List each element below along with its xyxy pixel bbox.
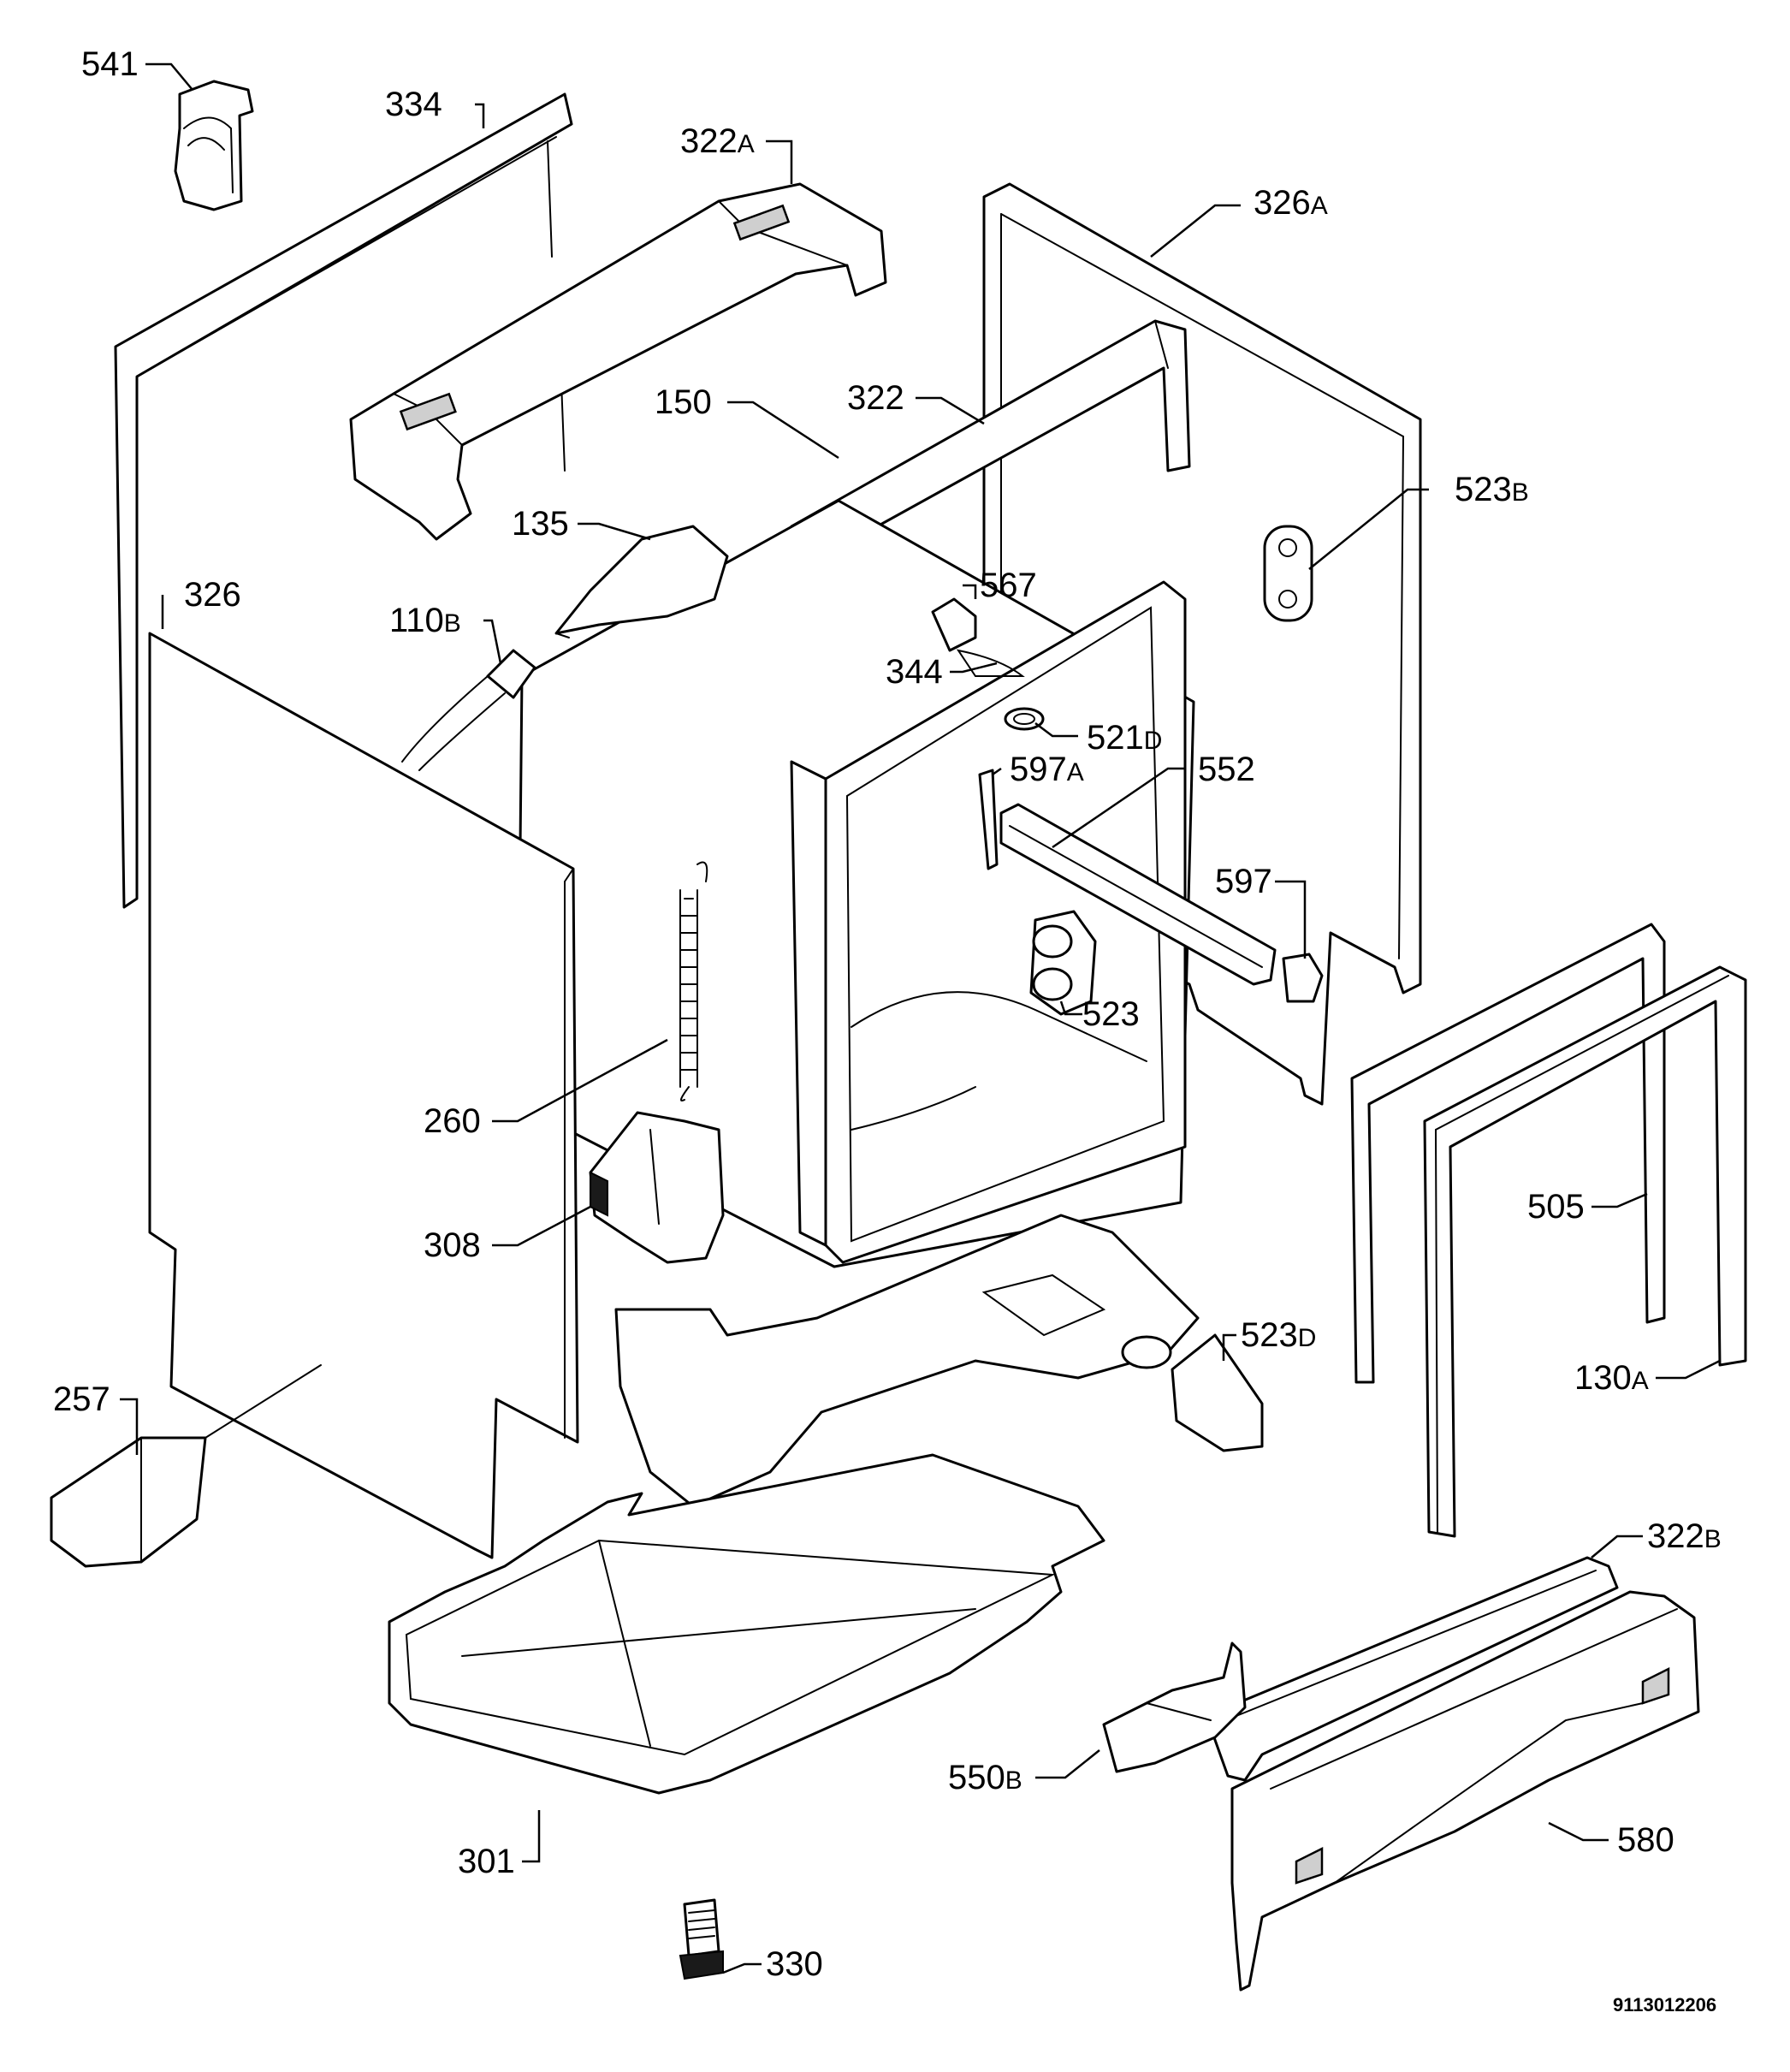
part-label-326: 326: [184, 576, 241, 614]
part-567-344-latch: [931, 597, 1025, 677]
part-label-550b: 550B: [948, 1759, 1022, 1796]
part-label-260: 260: [424, 1102, 481, 1140]
part-label-130a: 130A: [1574, 1359, 1649, 1397]
part-label-suffix: A: [1632, 1367, 1649, 1395]
part-label-number: 130: [1574, 1359, 1632, 1397]
part-label-number: 326: [1254, 184, 1311, 222]
part-505-gasket: [1350, 923, 1666, 1384]
part-label-number: 326: [184, 576, 241, 614]
part-label-322b: 322B: [1647, 1517, 1722, 1555]
part-label-number: 523: [1082, 995, 1140, 1033]
part-label-505: 505: [1527, 1188, 1585, 1226]
part-label-suffix: D: [1298, 1324, 1317, 1352]
part-301-tray: [388, 1453, 1105, 1795]
part-label-number: 150: [655, 383, 712, 421]
part-label-suffix: B: [1005, 1766, 1022, 1795]
part-110b-hose: [401, 649, 536, 771]
part-552-bar: [999, 803, 1277, 986]
part-label-334: 334: [385, 86, 442, 123]
part-label-326a: 326A: [1254, 184, 1328, 222]
part-label-number: 550: [948, 1759, 1005, 1796]
part-label-597a: 597A: [1010, 751, 1084, 788]
part-label-number: 301: [458, 1843, 515, 1880]
part-label-308: 308: [424, 1226, 481, 1264]
part-597a-pin: [978, 769, 999, 870]
part-label-597: 597: [1215, 863, 1272, 900]
part-130a-gasket: [1423, 965, 1747, 1538]
part-base-assembly: [614, 1214, 1264, 1508]
part-label-number: 523: [1241, 1316, 1298, 1354]
part-label-552: 552: [1198, 751, 1255, 788]
part-label-567: 567: [980, 567, 1037, 604]
part-334-rail: [114, 92, 573, 909]
part-label-number: 322: [680, 122, 738, 160]
part-label-suffix: A: [738, 130, 755, 158]
part-label-number: 597: [1010, 751, 1067, 788]
part-580-panel: [1230, 1590, 1700, 1992]
part-260-spring: [679, 861, 708, 1101]
part-label-number: 505: [1527, 1188, 1585, 1226]
part-label-number: 552: [1198, 751, 1255, 788]
part-label-521d: 521D: [1087, 719, 1162, 757]
part-label-number: 260: [424, 1102, 481, 1140]
part-label-suffix: B: [1704, 1525, 1722, 1553]
part-label-number: 334: [385, 86, 442, 123]
part-257-cover: [50, 1364, 322, 1568]
part-label-number: 523: [1455, 471, 1512, 508]
part-label-suffix: A: [1311, 192, 1328, 220]
part-521d-ring: [1004, 707, 1045, 731]
part-330-screw: [679, 1898, 724, 1980]
part-label-580: 580: [1617, 1821, 1674, 1859]
part-label-suffix: A: [1067, 758, 1084, 787]
part-541-clip: [174, 80, 254, 211]
part-label-301: 301: [458, 1843, 515, 1880]
part-label-number: 580: [1617, 1821, 1674, 1859]
part-322b-rail: [1205, 1556, 1619, 1782]
part-label-number: 308: [424, 1226, 481, 1264]
part-label-150: 150: [655, 383, 712, 421]
part-135-funnel: [554, 525, 729, 638]
part-550b-bracket: [1102, 1642, 1247, 1773]
part-label-suffix: D: [1144, 727, 1163, 755]
drawing-reference-number: 9113012206: [1613, 1994, 1716, 2016]
part-326-panel: [148, 632, 579, 1559]
part-523-grommets: [1029, 910, 1097, 1016]
part-label-number: 344: [886, 653, 943, 691]
part-label-number: 597: [1215, 863, 1272, 900]
part-label-number: 135: [512, 505, 569, 543]
part-label-322a: 322A: [680, 122, 755, 160]
part-308-hinge: [589, 1111, 725, 1264]
part-label-number: 322: [1647, 1517, 1704, 1555]
part-label-523d: 523D: [1241, 1316, 1316, 1354]
part-label-number: 541: [81, 45, 139, 83]
part-tub: [516, 499, 1195, 1268]
part-523b-grommet: [1263, 525, 1313, 622]
part-label-135: 135: [512, 505, 569, 543]
part-322a-bracket: [349, 182, 887, 541]
part-label-344: 344: [886, 653, 943, 691]
leader-lines: [120, 62, 1721, 1974]
part-label-suffix: B: [444, 609, 461, 638]
part-label-523: 523: [1082, 995, 1140, 1033]
part-label-330: 330: [766, 1945, 823, 1983]
part-label-number: 330: [766, 1945, 823, 1983]
part-label-322: 322: [847, 379, 904, 417]
part-label-number: 322: [847, 379, 904, 417]
part-label-110b: 110B: [389, 602, 461, 639]
part-label-number: 110: [389, 602, 444, 639]
part-label-number: 567: [980, 567, 1037, 604]
part-label-number: 257: [53, 1380, 110, 1418]
part-label-257: 257: [53, 1380, 110, 1418]
part-label-523b: 523B: [1455, 471, 1529, 508]
part-label-number: 521: [1087, 719, 1144, 757]
part-label-suffix: B: [1512, 478, 1529, 507]
part-label-541: 541: [81, 45, 139, 83]
